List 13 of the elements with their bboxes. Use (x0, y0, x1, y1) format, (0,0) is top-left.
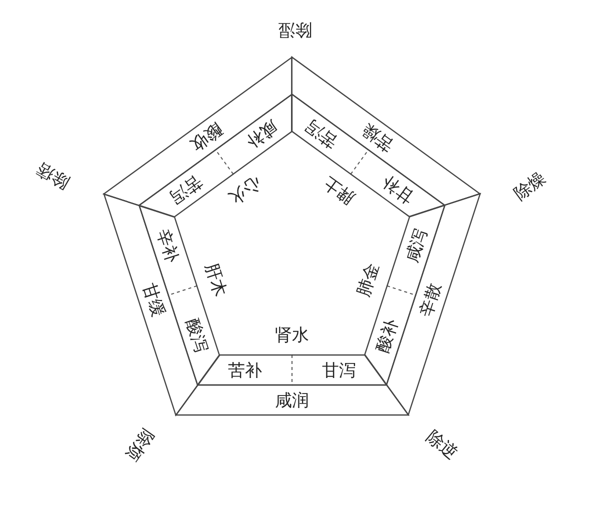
organ-label: 心火 (224, 170, 266, 210)
vertex-label: 除燥 (510, 167, 551, 206)
vertex-label: 除烦 (120, 424, 159, 466)
organ-label: 肾水 (275, 324, 309, 346)
band-segment: 甘泻 (292, 355, 386, 385)
organ-label: 肝木 (200, 260, 232, 300)
vertex-label: 除湿 (278, 18, 312, 42)
organ-label: 脾土 (318, 170, 360, 210)
organ-label: 肺金 (352, 260, 384, 300)
band-segment: 苦补 (198, 355, 292, 385)
band-segment: 咸润 (176, 385, 408, 415)
vertex-label: 除痞 (32, 158, 74, 194)
vertex-label: 除逆 (422, 426, 462, 465)
